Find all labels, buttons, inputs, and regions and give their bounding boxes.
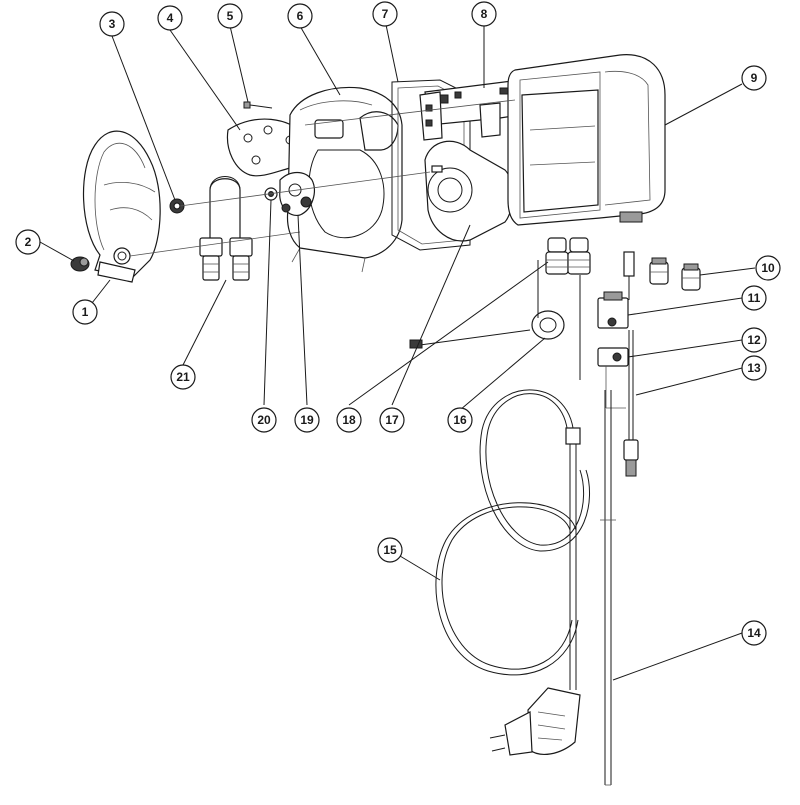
- callout-label: 18: [342, 413, 356, 427]
- callout-label: 1: [82, 305, 89, 319]
- callout-label: 7: [382, 7, 389, 21]
- callout-label: 15: [383, 543, 397, 557]
- callout-label: 10: [761, 261, 775, 275]
- callout-label: 13: [747, 361, 761, 375]
- callout-10: 10: [755, 255, 781, 281]
- callout-7: 7: [372, 1, 398, 27]
- bearing-ring: [169, 198, 185, 214]
- callout-label: 21: [176, 370, 190, 384]
- callout-label: 17: [385, 413, 399, 427]
- callout-label: 16: [453, 413, 467, 427]
- callout-label: 2: [25, 235, 32, 249]
- pump-housing: [286, 86, 403, 273]
- callout-6: 6: [287, 3, 313, 29]
- callout-label: 12: [747, 333, 761, 347]
- callout-label: 9: [751, 71, 758, 85]
- caps: [649, 257, 701, 291]
- callout-5: 5: [217, 3, 243, 29]
- callout-label: 4: [167, 11, 174, 25]
- callout-9: 9: [741, 65, 767, 91]
- callout-label: 19: [300, 413, 314, 427]
- callout-2: 2: [15, 229, 41, 255]
- callout-17: 17: [379, 407, 405, 433]
- assembly-axis-lines: [129, 99, 516, 257]
- connector-assembly: [597, 251, 639, 477]
- callout-label: 8: [481, 7, 488, 21]
- callout-16: 16: [447, 407, 473, 433]
- callout-4: 4: [157, 5, 183, 31]
- callout-14: 14: [741, 620, 767, 646]
- callout-label: 20: [257, 413, 271, 427]
- callout-1: 1: [72, 299, 98, 325]
- rotor: [279, 171, 315, 216]
- enclosure: [507, 54, 666, 226]
- callout-12: 12: [741, 327, 767, 353]
- callout-label: 5: [227, 9, 234, 23]
- callout-label: 3: [109, 17, 116, 31]
- screw: [243, 101, 273, 109]
- callout-label: 6: [297, 9, 304, 23]
- callout-8: 8: [471, 1, 497, 27]
- callout-15: 15: [377, 537, 403, 563]
- callout-3: 3: [99, 11, 125, 37]
- callout-20: 20: [251, 407, 277, 433]
- callout-18: 18: [336, 407, 362, 433]
- motor: [424, 140, 514, 242]
- pump-tube: [199, 176, 253, 281]
- knob: [70, 256, 90, 272]
- callout-label: 11: [748, 291, 761, 305]
- sensor-cable: [409, 260, 565, 349]
- callout-label: 14: [747, 626, 761, 640]
- probe: [579, 275, 616, 786]
- front-cover: [82, 130, 161, 283]
- callout-19: 19: [294, 407, 320, 433]
- callout-21: 21: [170, 364, 196, 390]
- power-cable: [435, 389, 590, 756]
- callout-11: 11: [741, 285, 767, 311]
- cable-glands: [545, 237, 591, 275]
- callout-13: 13: [741, 355, 767, 381]
